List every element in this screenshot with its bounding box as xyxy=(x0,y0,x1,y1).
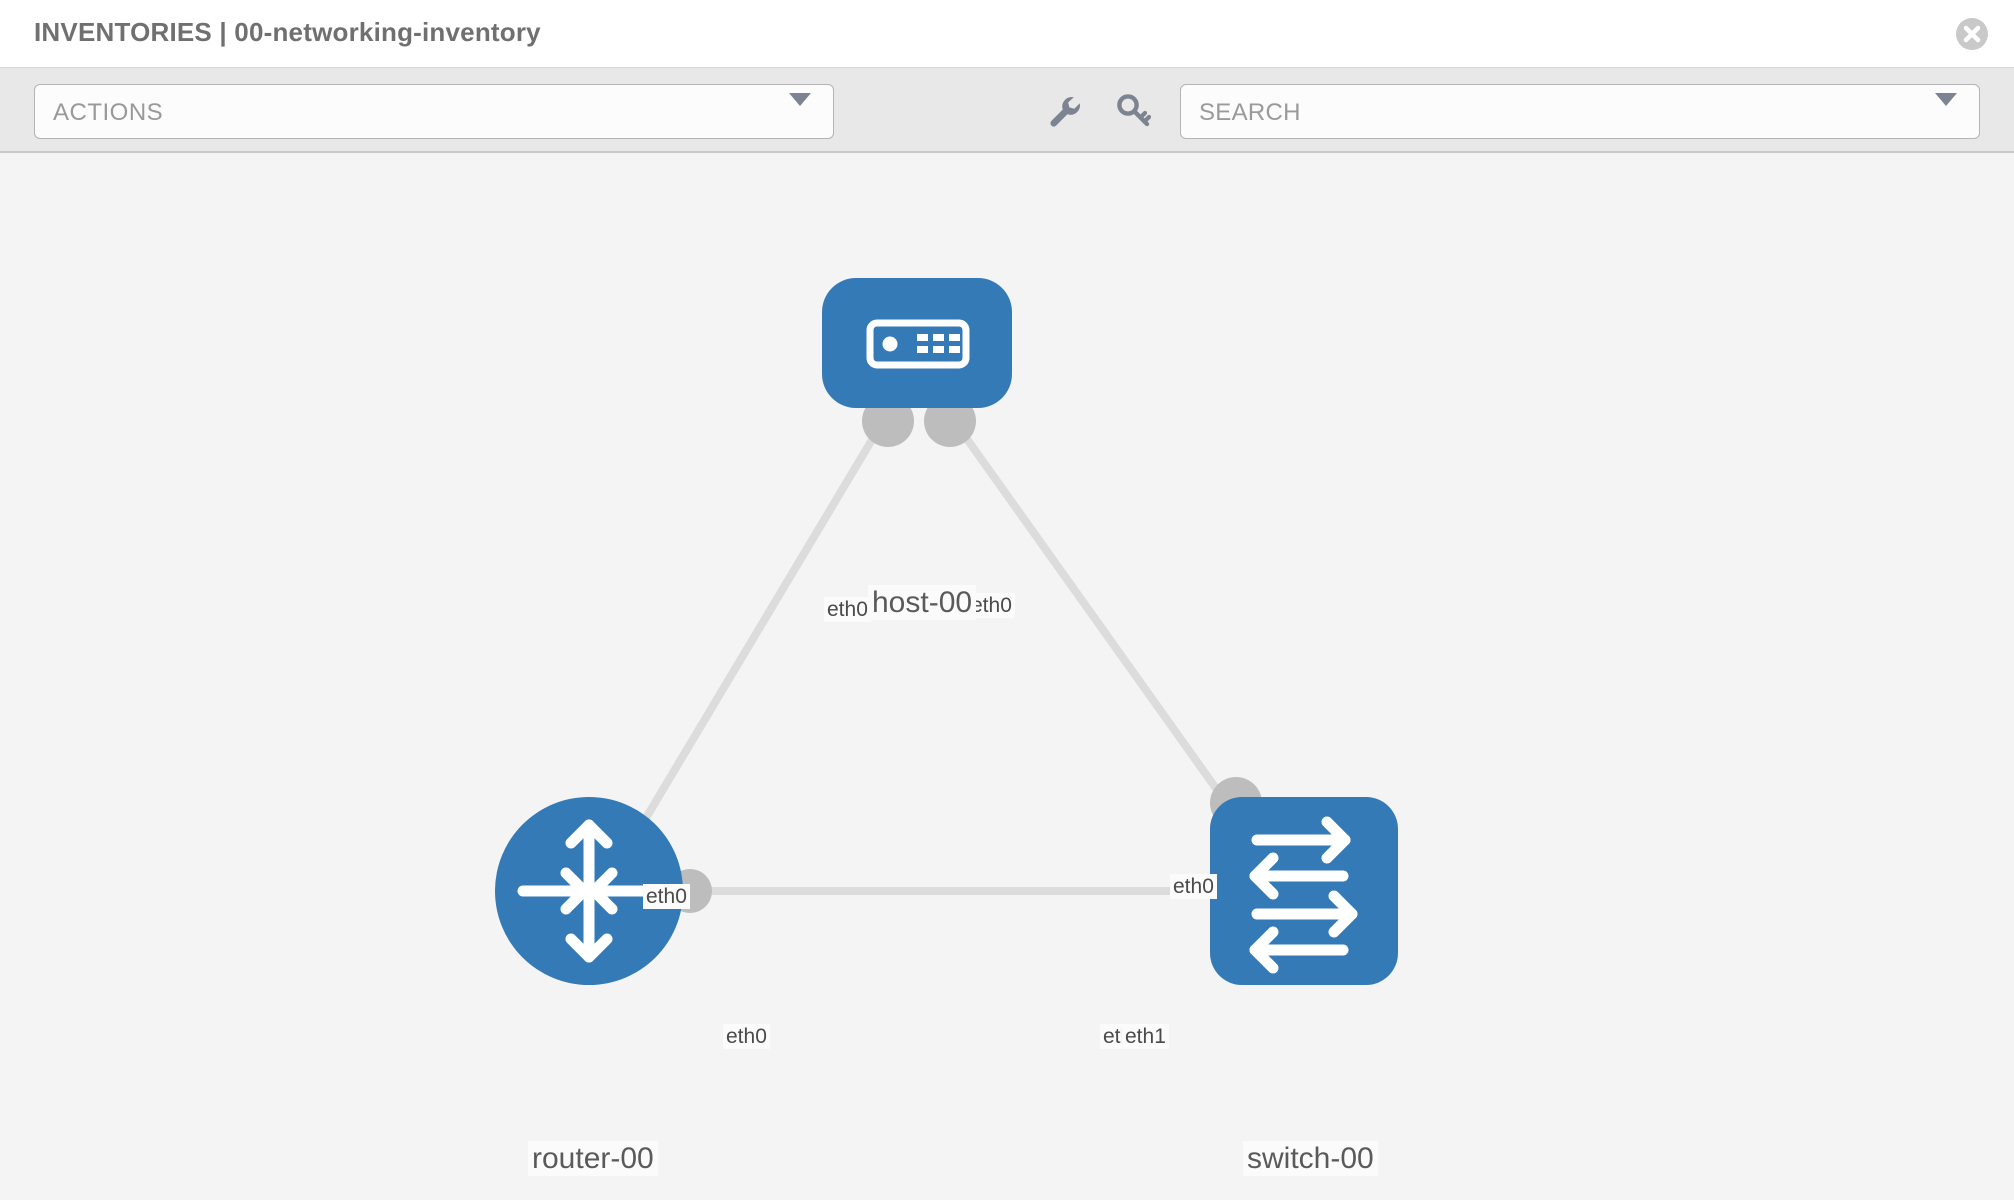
server-appliance-icon xyxy=(866,319,970,369)
topology-graph xyxy=(495,278,1398,985)
topology-toolbar: ACTIONS SEARCH xyxy=(0,68,2014,153)
chevron-down-icon[interactable] xyxy=(1935,93,1957,124)
search-placeholder: SEARCH xyxy=(1199,99,1301,126)
key-icon[interactable] xyxy=(1113,90,1155,132)
wrench-icon[interactable] xyxy=(1043,90,1085,132)
edge-label-switch00-eth1: eth1 xyxy=(1122,1024,1169,1050)
chevron-down-icon xyxy=(789,93,811,124)
page-title: INVENTORIES | 00-networking-inventory xyxy=(34,17,541,47)
switch-bidirectional-arrows-icon xyxy=(1249,816,1358,974)
node-host-00[interactable] xyxy=(822,278,1012,408)
actions-dropdown-label: ACTIONS xyxy=(53,99,164,126)
edge-label-host00-eth0-left: eth0 xyxy=(824,597,871,623)
edge-label-router00-eth0: eth0 xyxy=(723,1024,770,1050)
edge-label-host00-switch00-eth0: eth0 xyxy=(1170,874,1217,900)
interface-stubs xyxy=(668,395,1262,913)
page-header: INVENTORIES | 00-networking-inventory xyxy=(0,0,2014,68)
node-label-switch-00: switch-00 xyxy=(1243,1141,1378,1176)
node-switch-00[interactable] xyxy=(1210,797,1398,985)
close-icon[interactable] xyxy=(1956,18,1988,50)
search-input[interactable]: SEARCH xyxy=(1180,84,1980,139)
edge-host00-switch00[interactable] xyxy=(948,415,1266,856)
actions-dropdown[interactable]: ACTIONS xyxy=(34,84,834,139)
topology-edges xyxy=(621,415,1266,895)
topology-canvas[interactable]: eth0 eth0 eth0 eth0 eth0 eth0 eth1 host-… xyxy=(0,153,2014,1200)
node-label-router-00: router-00 xyxy=(528,1141,658,1176)
node-label-host-00: host-00 xyxy=(868,585,977,620)
edge-label-host00-router00-eth0: eth0 xyxy=(643,884,690,910)
edge-host00-router00[interactable] xyxy=(621,415,889,856)
